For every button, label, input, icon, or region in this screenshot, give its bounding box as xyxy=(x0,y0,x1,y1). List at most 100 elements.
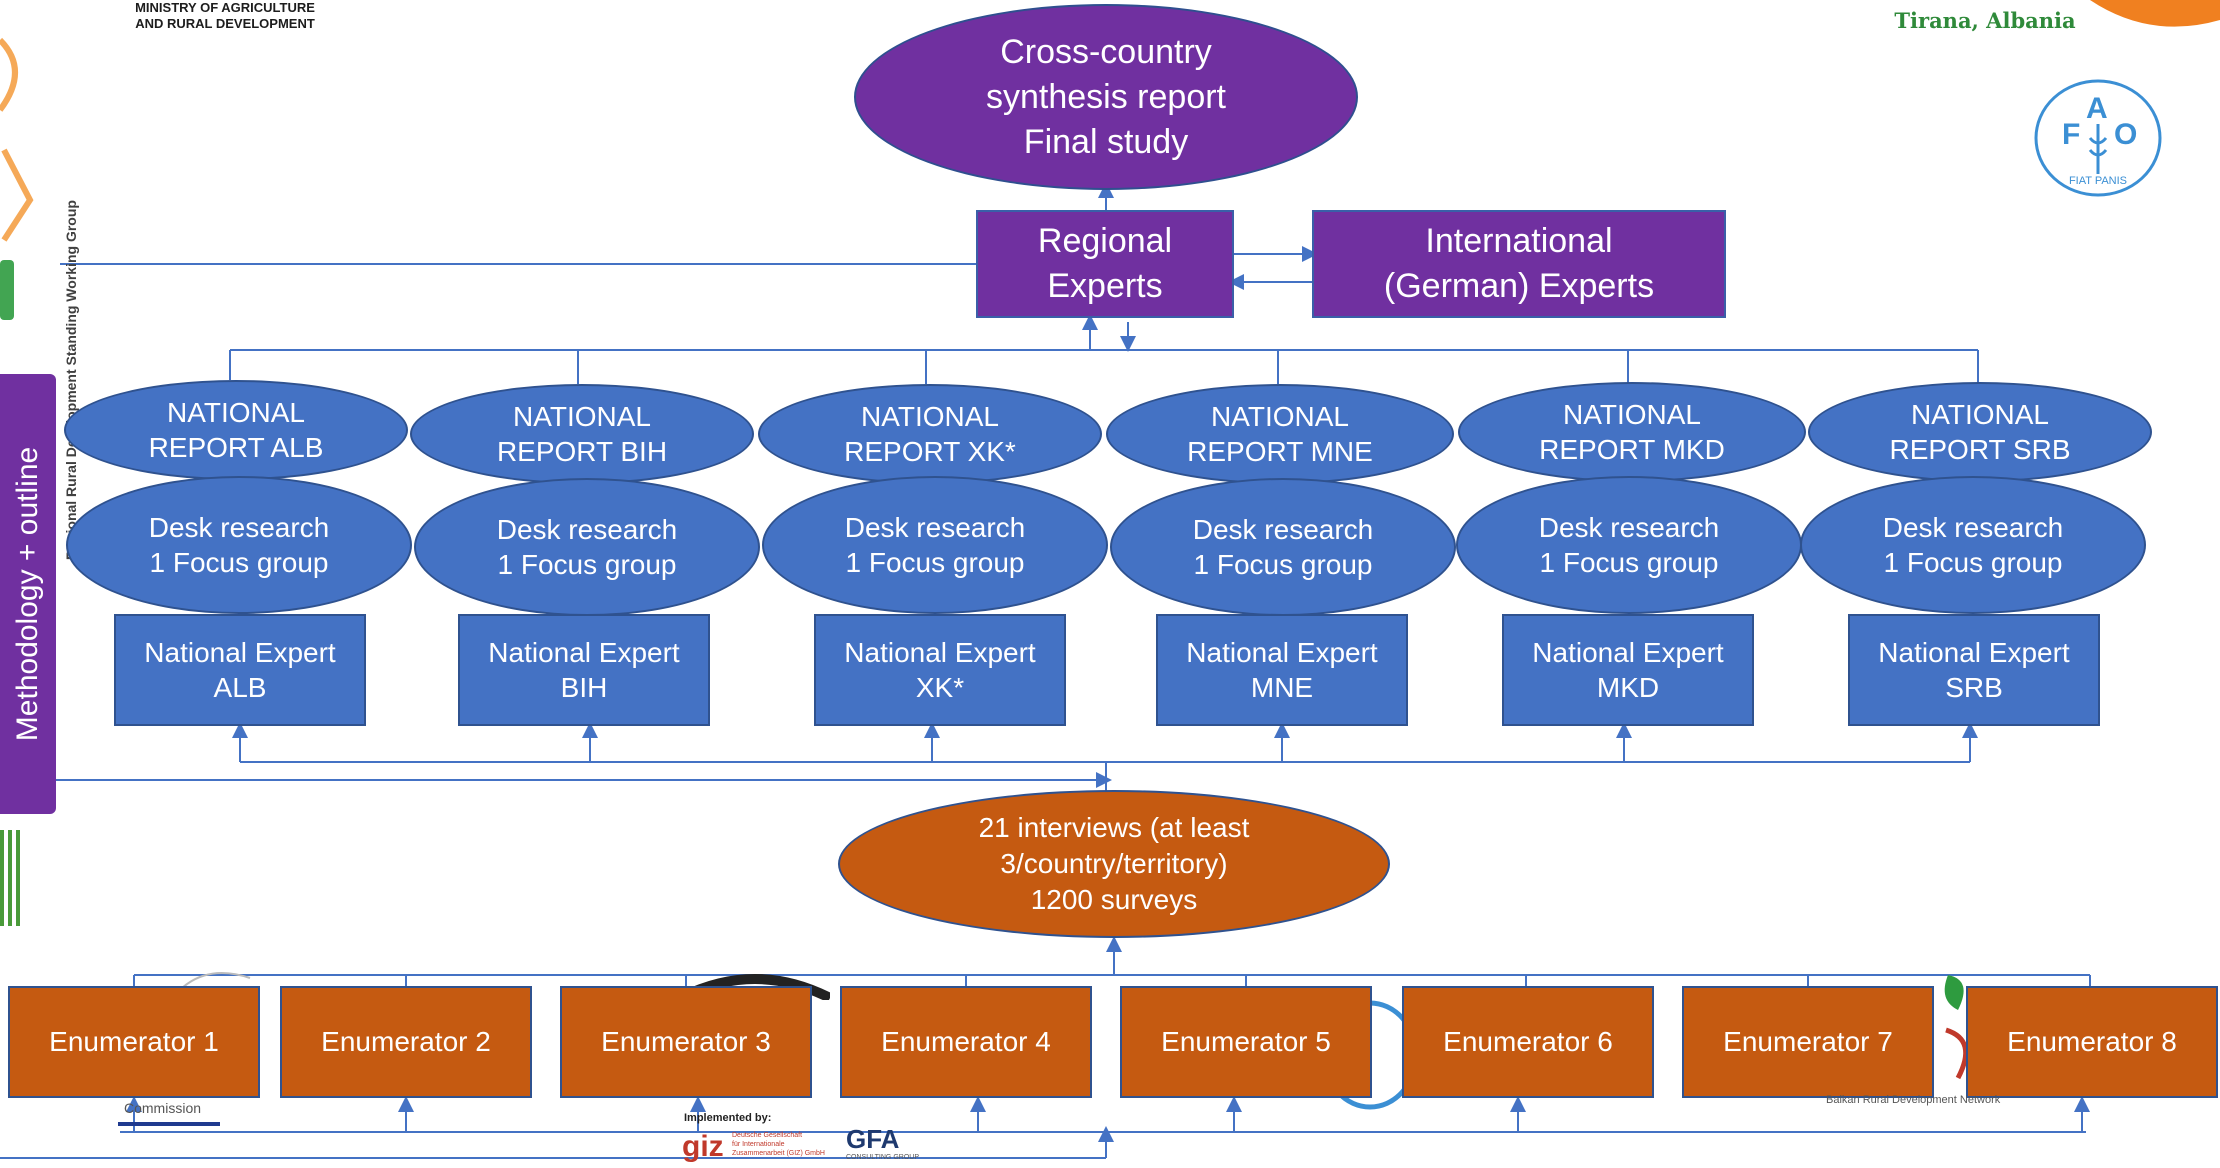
desk-line-2: 1 Focus group xyxy=(149,547,329,578)
giz-wordmark: giz xyxy=(682,1130,724,1163)
side-watermark-label: Regional Rural Development Standing Work… xyxy=(63,200,80,560)
expert-line-1: National Expert xyxy=(844,637,1036,668)
expert-line-1: National Expert xyxy=(1186,637,1378,668)
national-report-bih: NATIONAL REPORT BIH xyxy=(410,384,754,484)
synthesis-report-node: Cross-country synthesis report Final stu… xyxy=(854,4,1358,190)
desk-research-srb: Desk research 1 Focus group xyxy=(1800,476,2146,614)
international-line-1: International xyxy=(1425,222,1613,260)
interviews-line-3: 1200 surveys xyxy=(1030,884,1198,915)
interviews-surveys-node: 21 interviews (at least 3/country/territ… xyxy=(838,790,1390,938)
regional-experts-node: Regional Experts xyxy=(976,210,1234,318)
desk-line-2: 1 Focus group xyxy=(845,547,1025,578)
giz-desc-2: für Internationale xyxy=(732,1141,785,1148)
national-report-line-2: REPORT SRB xyxy=(1889,434,2071,465)
gfa-logo: GFA CONSULTING GROUP xyxy=(846,1124,956,1168)
expert-line-2: XK* xyxy=(915,672,965,703)
enumerator-label: Enumerator 2 xyxy=(321,1026,491,1057)
national-expert-mkd: National Expert MKD xyxy=(1502,614,1754,726)
enumerator-2: Enumerator 2 xyxy=(280,986,532,1098)
expert-line-2: ALB xyxy=(213,672,267,703)
national-report-line-1: NATIONAL xyxy=(1911,399,2049,430)
national-report-line-2: REPORT ALB xyxy=(148,432,324,463)
national-report-xk: NATIONAL REPORT XK* xyxy=(758,384,1102,484)
national-expert-bih: National Expert BIH xyxy=(458,614,710,726)
national-report-line-1: NATIONAL xyxy=(513,401,651,432)
enumerator-label: Enumerator 1 xyxy=(49,1026,219,1057)
enumerator-8: Enumerator 8 xyxy=(1966,986,2218,1098)
desk-research-mne: Desk research 1 Focus group xyxy=(1110,478,1456,616)
enumerator-4: Enumerator 4 xyxy=(840,986,1092,1098)
expert-line-2: BIH xyxy=(560,672,608,703)
expert-line-2: MKD xyxy=(1596,672,1660,703)
expert-line-1: National Expert xyxy=(144,637,336,668)
enumerator-label: Enumerator 6 xyxy=(1443,1026,1613,1057)
expert-line-1: National Expert xyxy=(1532,637,1724,668)
ministry-name: MINISTRY OF AGRICULTURE AND RURAL DEVELO… xyxy=(110,0,340,32)
national-report-line-1: NATIONAL xyxy=(167,397,305,428)
synthesis-line-1: Cross-country xyxy=(1000,32,1212,71)
expert-line-2: SRB xyxy=(1945,672,2003,703)
ministry-line-2: AND RURAL DEVELOPMENT xyxy=(135,16,315,31)
desk-line-2: 1 Focus group xyxy=(1193,549,1373,580)
desk-line-1: Desk research xyxy=(1882,512,2064,543)
national-report-mkd: NATIONAL REPORT MKD xyxy=(1458,382,1806,482)
enumerator-label: Enumerator 7 xyxy=(1723,1026,1893,1057)
gfa-wordmark: GFA xyxy=(846,1124,900,1154)
enumerator-7: Enumerator 7 xyxy=(1682,986,1934,1098)
desk-line-1: Desk research xyxy=(148,512,330,543)
giz-logo: giz Deutsche Gesellschaft für Internatio… xyxy=(682,1128,842,1168)
enumerator-6: Enumerator 6 xyxy=(1402,986,1654,1098)
national-report-line-1: NATIONAL xyxy=(1563,399,1701,430)
desk-research-bih: Desk research 1 Focus group xyxy=(414,478,760,616)
implemented-by-label: Implemented by: xyxy=(684,1112,772,1124)
national-expert-srb: National Expert SRB xyxy=(1848,614,2100,726)
interviews-line-2: 3/country/territory) xyxy=(1000,848,1228,879)
national-expert-xk: National Expert XK* xyxy=(814,614,1066,726)
synthesis-line-2: synthesis report xyxy=(986,77,1226,116)
section-tab-label: Methodology + outline xyxy=(11,446,44,742)
enumerator-label: Enumerator 8 xyxy=(2007,1026,2177,1057)
fao-letter-a: A xyxy=(2086,92,2108,125)
national-report-srb: NATIONAL REPORT SRB xyxy=(1808,382,2152,482)
desk-line-2: 1 Focus group xyxy=(1883,547,2063,578)
fao-letter-o: O xyxy=(2114,118,2137,151)
brdn-leaf-icon xyxy=(1938,970,1978,1080)
section-tab[interactable]: Methodology + outline xyxy=(0,374,56,814)
synthesis-line-3: Final study xyxy=(1023,122,1189,161)
national-expert-alb: National Expert ALB xyxy=(114,614,366,726)
national-expert-mne: National Expert MNE xyxy=(1156,614,1408,726)
gfa-sub: CONSULTING GROUP xyxy=(846,1154,919,1161)
national-report-line-2: REPORT XK* xyxy=(844,436,1016,467)
desk-research-mkd: Desk research 1 Focus group xyxy=(1456,476,1802,614)
desk-line-1: Desk research xyxy=(1538,512,1720,543)
regional-line-1: Regional xyxy=(1037,222,1173,260)
desk-research-alb: Desk research 1 Focus group xyxy=(66,476,412,614)
enumerator-label: Enumerator 3 xyxy=(601,1026,771,1057)
desk-line-1: Desk research xyxy=(844,512,1026,543)
fao-logo: F A O FIAT PANIS xyxy=(2032,78,2164,198)
giz-desc-1: Deutsche Gesellschaft xyxy=(732,1132,803,1139)
regional-line-2: Experts xyxy=(1047,267,1163,305)
ministry-line-1: MINISTRY OF AGRICULTURE xyxy=(135,0,315,15)
national-report-line-1: NATIONAL xyxy=(861,401,999,432)
enumerator-1: Enumerator 1 xyxy=(8,986,260,1098)
national-report-line-2: REPORT MKD xyxy=(1539,434,1725,465)
international-line-2: (German) Experts xyxy=(1383,267,1655,305)
enumerator-label: Enumerator 5 xyxy=(1161,1026,1331,1057)
expert-line-2: MNE xyxy=(1250,672,1314,703)
international-experts-node: International (German) Experts xyxy=(1312,210,1726,318)
national-report-line-2: REPORT MNE xyxy=(1187,436,1373,467)
fao-letter-f: F xyxy=(2062,118,2080,151)
desk-research-xk: Desk research 1 Focus group xyxy=(762,476,1108,614)
desk-line-2: 1 Focus group xyxy=(497,549,677,580)
location-label: Tirana, Albania xyxy=(1894,8,2076,33)
national-report-alb: NATIONAL REPORT ALB xyxy=(64,380,408,480)
national-report-line-1: NATIONAL xyxy=(1211,401,1349,432)
giz-desc-3: Zusammenarbeit (GIZ) GmbH xyxy=(732,1150,825,1157)
desk-line-1: Desk research xyxy=(496,514,678,545)
expert-line-1: National Expert xyxy=(488,637,680,668)
balkan-network-label: Balkan Rural Development Network xyxy=(1826,1094,2001,1106)
desk-line-2: 1 Focus group xyxy=(1539,547,1719,578)
expert-line-1: National Expert xyxy=(1878,637,2070,668)
